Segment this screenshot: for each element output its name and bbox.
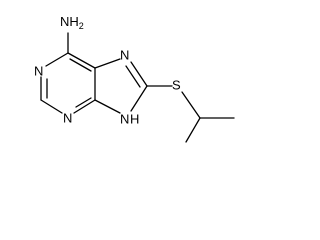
- bond-n3-c4-double: [75, 97, 92, 108]
- bond-c6-n1: [45, 52, 69, 67]
- atom-n9: N: [120, 111, 129, 126]
- atom-sulfur: S: [172, 77, 181, 92]
- bond-c6-c5: [67, 52, 96, 69]
- bond-c8-n9: [130, 85, 148, 112]
- bond-c6-c5-double: [69, 58, 92, 72]
- bond-n3-c4: [73, 99, 96, 114]
- atom-n9-h: H: [130, 111, 139, 126]
- atom-labels: NH2 N N N N H S: [34, 14, 181, 126]
- bond-s-ch: [181, 91, 201, 119]
- bonds: [40, 32, 235, 143]
- chemical-structure: NH2 N N N N H S: [34, 14, 235, 143]
- atom-n3: N: [63, 110, 72, 125]
- bond-ch-methyl-down: [185, 117, 201, 143]
- bond-c2-n3: [40, 99, 63, 114]
- bond-n7-c8: [130, 61, 148, 87]
- atom-n1: N: [34, 63, 43, 78]
- amine-label: NH2: [60, 14, 84, 31]
- bond-n9-c4: [94, 99, 121, 114]
- bond-c5-n7: [94, 58, 121, 69]
- bond-n7-c8-double: [125, 65, 141, 88]
- atom-n7: N: [120, 47, 129, 62]
